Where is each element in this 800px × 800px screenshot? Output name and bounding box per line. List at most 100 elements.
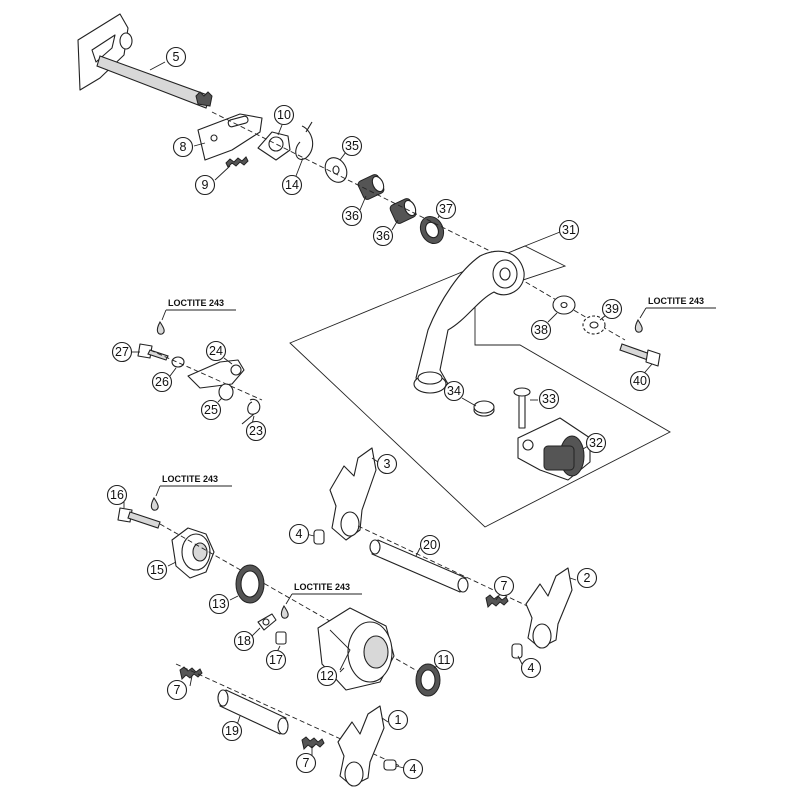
svg-text:5: 5	[173, 50, 180, 64]
callout-32: 32	[585, 432, 607, 454]
bearing-13	[235, 564, 265, 604]
callout-39: 39	[601, 298, 623, 320]
leader-25	[217, 397, 223, 403]
svg-text:12: 12	[320, 669, 334, 683]
leader-14	[295, 157, 304, 177]
shift-lever	[413, 250, 525, 394]
svg-text:7: 7	[303, 756, 310, 770]
svg-text:26: 26	[155, 375, 169, 389]
callout-37: 37	[435, 198, 457, 220]
svg-text:19: 19	[225, 724, 239, 738]
loctite-label-right-text: LOCTITE 243	[648, 296, 704, 306]
rod-20	[369, 539, 469, 593]
spring-7a	[485, 594, 509, 608]
bolt-16	[117, 507, 161, 529]
leader-5	[149, 61, 166, 71]
callout-9: 9	[194, 174, 216, 196]
callout-7b: 7	[166, 679, 188, 701]
spring-14	[295, 121, 314, 160]
leader-20	[415, 547, 421, 557]
leader-34	[461, 397, 477, 407]
axis-bottom-rod	[175, 663, 401, 767]
loctite-drop-27	[156, 320, 165, 335]
callout-13: 13	[208, 593, 230, 615]
leader-24	[223, 357, 233, 365]
svg-text:4: 4	[410, 762, 417, 776]
loctite-label-drum: LOCTITE 243	[155, 474, 232, 497]
svg-text:9: 9	[202, 178, 209, 192]
svg-text:14: 14	[285, 178, 299, 192]
axis-left-mid	[149, 349, 263, 401]
spring-23	[241, 398, 261, 425]
spring-7b	[179, 666, 203, 680]
callout-38: 38	[530, 319, 552, 341]
callout-23: 23	[245, 420, 267, 442]
bearing-11	[415, 663, 441, 697]
callout-5: 5	[165, 46, 187, 68]
callout-8: 8	[172, 136, 194, 158]
leader-26	[169, 367, 177, 377]
spring-7c	[301, 736, 325, 750]
axis-drum	[159, 523, 441, 685]
svg-text:7: 7	[174, 683, 181, 697]
callout-36a: 36	[341, 205, 363, 227]
svg-text:36: 36	[376, 229, 390, 243]
pin-4b	[511, 643, 523, 659]
loctite-drop-18	[280, 604, 289, 619]
loctite-label-bottom: LOCTITE 243	[285, 582, 362, 605]
svg-text:33: 33	[542, 392, 556, 406]
svg-text:24: 24	[209, 344, 223, 358]
shift-drum-cam-15	[171, 527, 215, 579]
callout-35: 35	[341, 135, 363, 157]
roller-10	[257, 131, 291, 161]
needle-bearing-36b	[389, 198, 417, 224]
loctite-label-drum-text: LOCTITE 243	[162, 474, 218, 484]
callout-2: 2	[576, 567, 598, 589]
callout-4b: 4	[520, 657, 542, 679]
shift-plate	[197, 113, 263, 161]
callout-24: 24	[205, 340, 227, 362]
svg-text:1: 1	[395, 713, 402, 727]
svg-text:36: 36	[345, 209, 359, 223]
shift-drum-12	[317, 607, 395, 691]
loctite-drop-40	[634, 318, 643, 333]
shift-tip-32	[517, 417, 591, 481]
leader-36b	[391, 219, 399, 231]
loctite-label-mid-left: LOCTITE 243	[161, 298, 236, 321]
svg-text:18: 18	[237, 634, 251, 648]
seal-37	[419, 215, 445, 245]
lever-24	[187, 359, 245, 389]
callout-3: 3	[376, 453, 398, 475]
leader-10	[277, 124, 283, 136]
svg-text:16: 16	[110, 488, 124, 502]
callout-34: 34	[443, 380, 465, 402]
callout-12: 12	[316, 665, 338, 687]
leader-1	[381, 717, 389, 723]
svg-text:38: 38	[534, 323, 548, 337]
svg-text:23: 23	[249, 424, 263, 438]
axis-rod-20	[357, 525, 541, 613]
callout-7a: 7	[493, 575, 515, 597]
leader-15	[167, 561, 177, 567]
leader-36a	[359, 195, 367, 211]
svg-text:34: 34	[447, 384, 461, 398]
callout-36b: 36	[372, 225, 394, 247]
lock-washer-39	[582, 315, 606, 335]
shift-shaft	[77, 13, 213, 109]
svg-text:3: 3	[384, 457, 391, 471]
callout-14: 14	[281, 174, 303, 196]
leader-13	[229, 595, 239, 601]
leader-31	[514, 231, 561, 251]
loctite-label-bottom-text: LOCTITE 243	[294, 582, 350, 592]
bolt-27	[137, 343, 169, 361]
callout-20: 20	[419, 534, 441, 556]
bolt-40	[619, 343, 661, 367]
callout-4a: 4	[288, 523, 310, 545]
needle-bearing-36a	[357, 174, 385, 200]
svg-text:11: 11	[438, 653, 451, 667]
shift-fork-3	[329, 447, 377, 541]
svg-text:37: 37	[439, 202, 453, 216]
svg-text:17: 17	[269, 653, 283, 667]
callout-15: 15	[146, 559, 168, 581]
